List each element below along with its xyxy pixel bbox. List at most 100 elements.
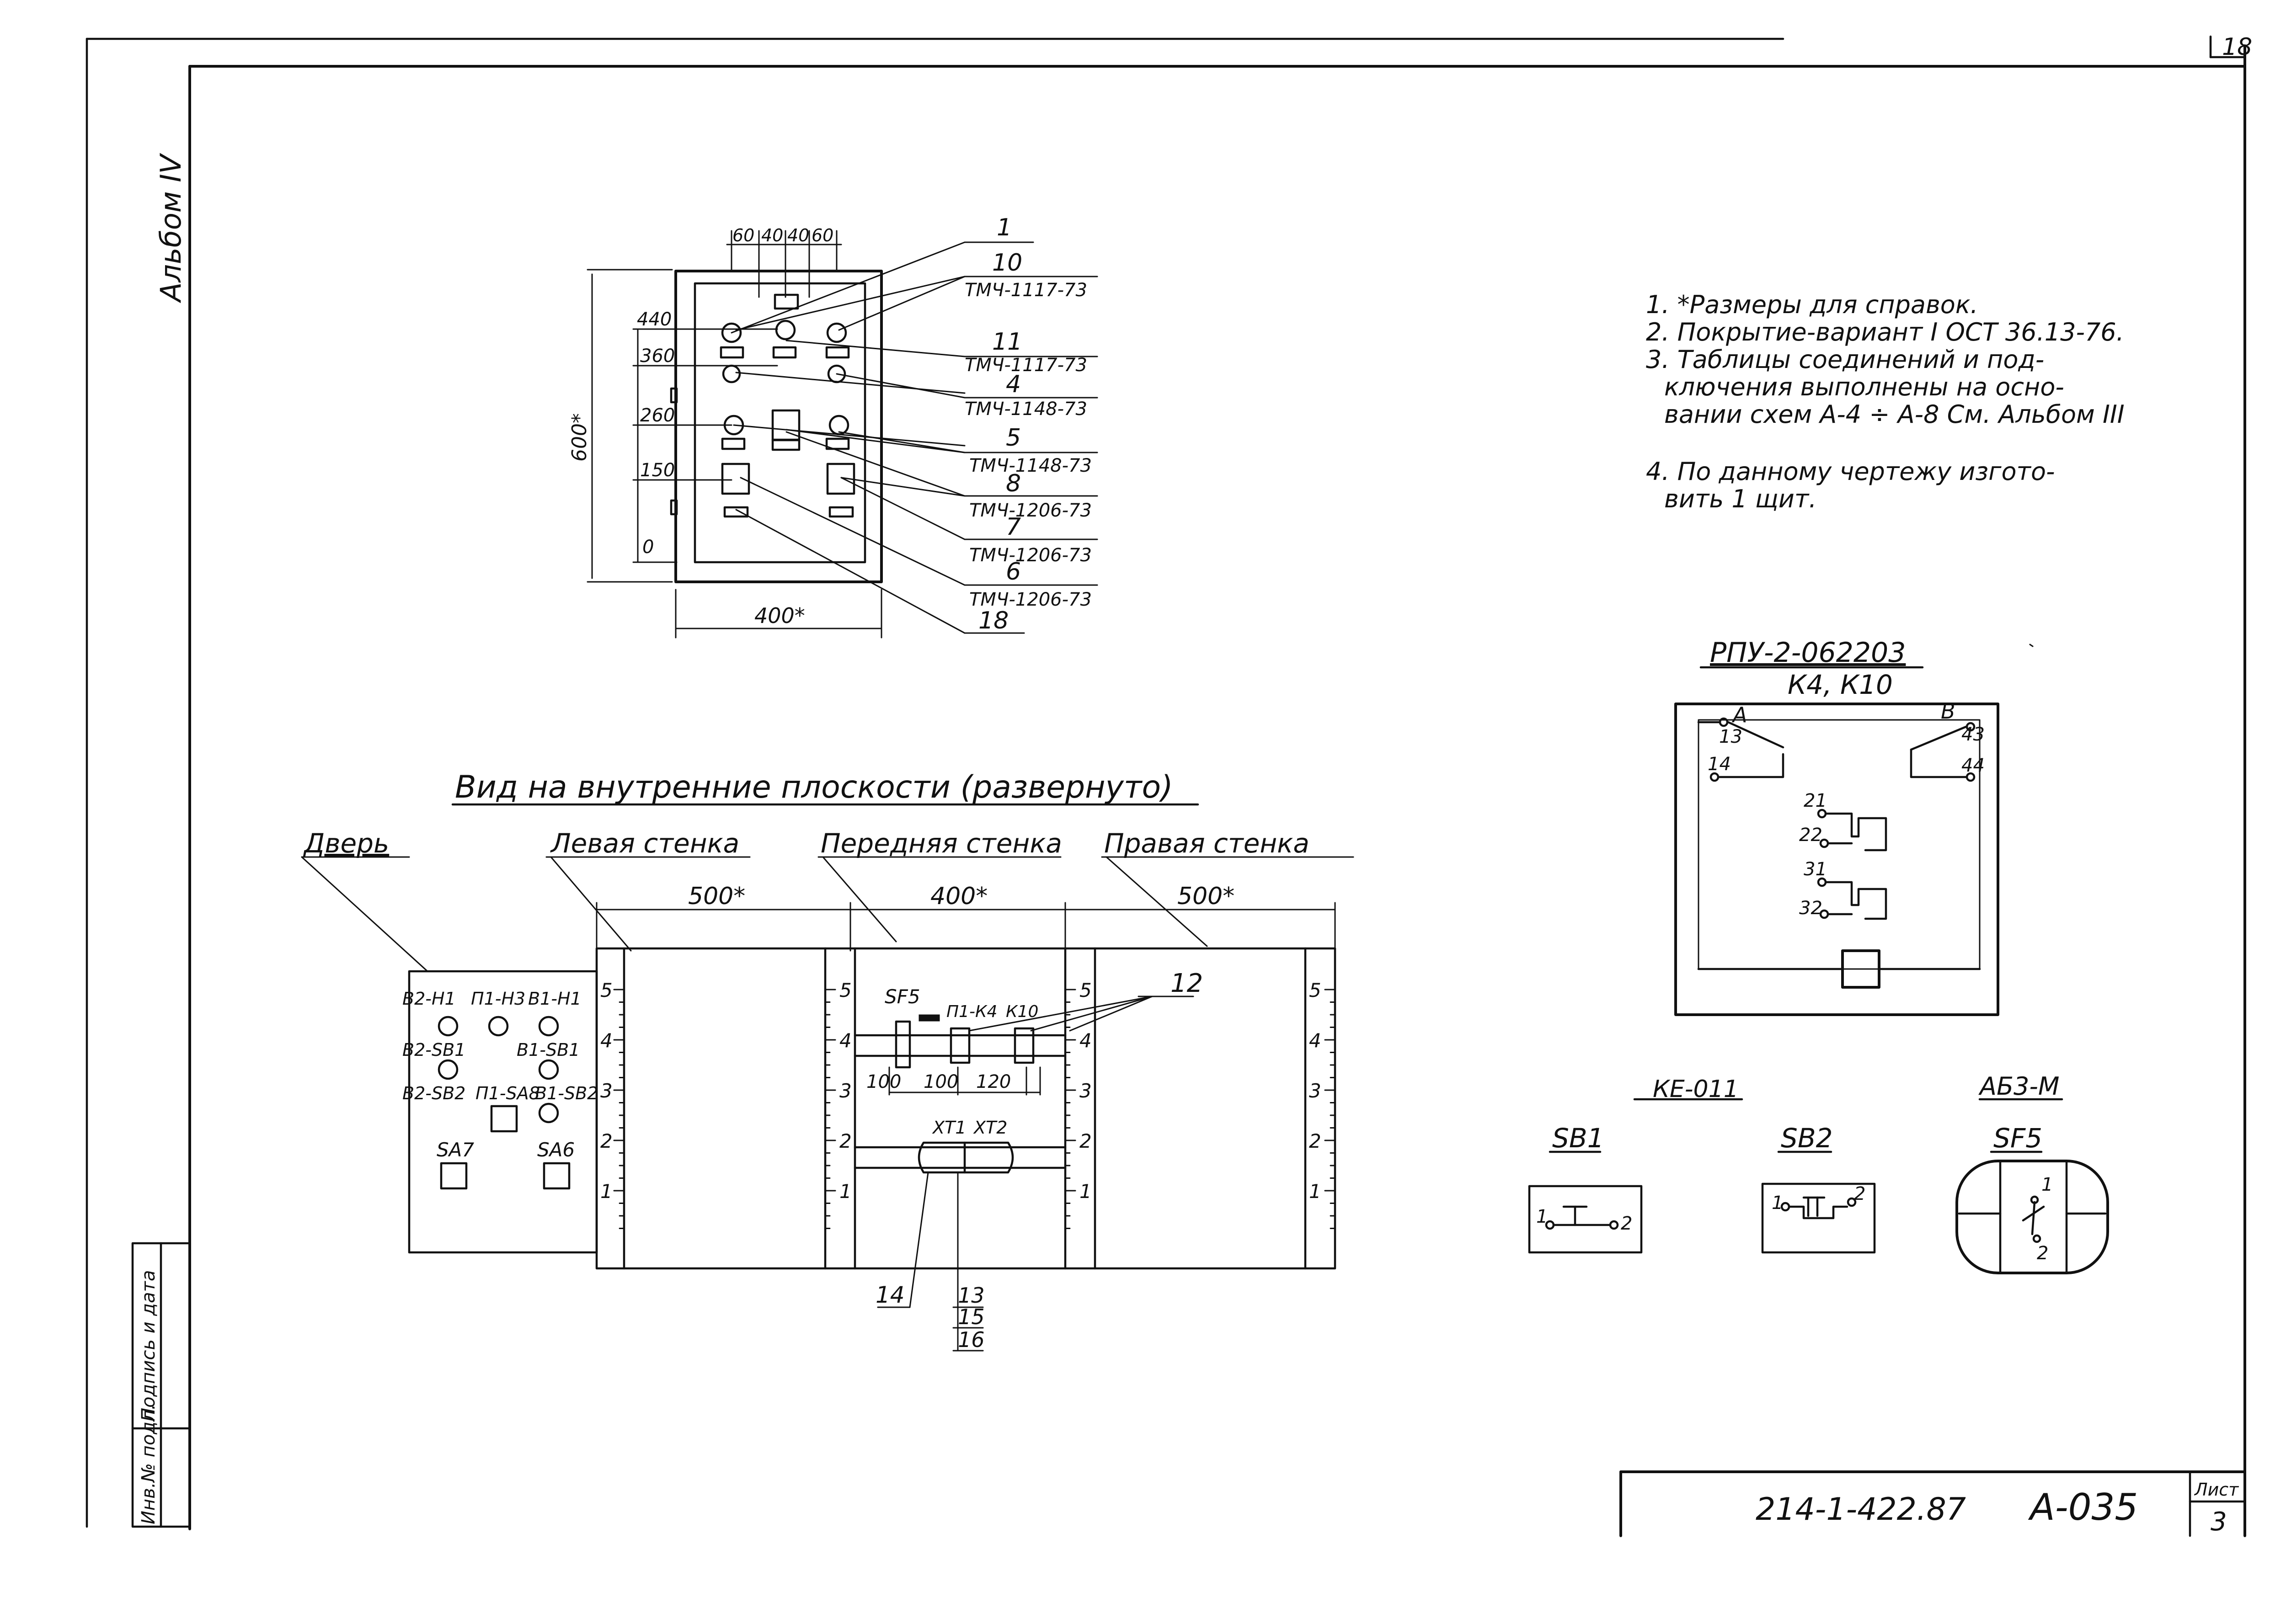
callout-7: 7 bbox=[1006, 513, 1021, 541]
note-3c: вании схем А-4 ÷ А-8 См. Альбом III bbox=[1664, 400, 2125, 429]
scale-label-2-1: 4 bbox=[1079, 1029, 1092, 1052]
front-lbl-sf5: SF5 bbox=[885, 985, 920, 1008]
sb1-t2: 2 bbox=[1621, 1213, 1632, 1234]
width-right: 500* bbox=[1177, 883, 1234, 910]
callout-10-code: ТМЧ-1117-73 bbox=[965, 280, 1087, 301]
unfolded-view bbox=[301, 803, 1354, 1352]
front-dim-3: 120 bbox=[976, 1071, 1011, 1092]
callout-5: 5 bbox=[1006, 424, 1021, 452]
door-width-dim: 400* bbox=[754, 603, 805, 628]
note-3b: ключения выполнены на осно- bbox=[1664, 373, 2064, 401]
sb2-t2: 2 bbox=[1854, 1183, 1865, 1204]
breaker-type: АБ3-М bbox=[1978, 1072, 2059, 1101]
callout-15: 15 bbox=[958, 1305, 985, 1329]
callout-8-code: ТМЧ-1206-73 bbox=[969, 500, 1092, 521]
scale-label-1-1: 4 bbox=[839, 1029, 852, 1052]
drawing-code: А-035 bbox=[2028, 1486, 2138, 1528]
relay-subtitle: К4, К10 bbox=[1788, 669, 1893, 700]
sheet-label: Лист bbox=[2194, 1480, 2239, 1500]
level-0: 0 bbox=[642, 537, 654, 558]
switch-symbols bbox=[1528, 1098, 2109, 1274]
door-lbl-sa6: SА6 bbox=[537, 1139, 575, 1161]
note-4a: 4. По данному чертежу изгото- bbox=[1646, 457, 2055, 486]
door-top-dim-1: 60 bbox=[732, 225, 754, 245]
level-440: 440 bbox=[637, 309, 672, 330]
callout-8: 8 bbox=[1006, 470, 1021, 497]
callout-12: 12 bbox=[1170, 969, 1203, 998]
callout-4: 4 bbox=[1006, 371, 1021, 398]
corner-number: 18 bbox=[2222, 33, 2252, 61]
door-lbl-b1sb1: В1-SВ1 bbox=[517, 1040, 580, 1060]
note-1: 1. *Размеры для справок. bbox=[1646, 290, 1978, 319]
scale-label-0-2: 3 bbox=[600, 1080, 613, 1102]
relay-term-13: 13 bbox=[1719, 726, 1742, 747]
breaker-t1: 1 bbox=[2041, 1174, 2053, 1195]
door-lbl-p1sa8: П1-SА8 bbox=[475, 1083, 540, 1103]
section-front: Передняя стенка bbox=[821, 828, 1062, 859]
section-door: Дверь bbox=[303, 828, 389, 859]
stamp-inv: Инв.№ подл. bbox=[138, 1404, 159, 1524]
section-right: Правая стенка bbox=[1104, 828, 1309, 859]
relay-term-22: 22 bbox=[1799, 825, 1822, 846]
breaker-t2: 2 bbox=[2037, 1243, 2048, 1264]
relay-term-32: 32 bbox=[1799, 898, 1822, 919]
sb1-label: SВ1 bbox=[1552, 1123, 1604, 1154]
callout-10: 10 bbox=[992, 249, 1022, 277]
callout-18: 18 bbox=[978, 607, 1009, 634]
callout-11-code: ТМЧ-1117-73 bbox=[965, 355, 1087, 376]
scale-label-2-0: 5 bbox=[1079, 979, 1092, 1001]
section-left: Левая стенка bbox=[550, 828, 739, 859]
sheet-frame bbox=[85, 35, 2246, 1537]
scale-label-1-3: 2 bbox=[839, 1130, 852, 1152]
sheet-number: 3 bbox=[2211, 1507, 2227, 1537]
relay-term-44: 44 bbox=[1961, 755, 1985, 776]
scale-label-0-0: 5 bbox=[600, 979, 613, 1001]
callout-4-code: ТМЧ-1148-73 bbox=[965, 399, 1087, 420]
callout-7-code: ТМЧ-1206-73 bbox=[969, 545, 1092, 566]
front-lbl-xt1: ХТ1 bbox=[932, 1118, 966, 1138]
front-lbl-k10: К10 bbox=[1006, 1002, 1038, 1021]
callout-1: 1 bbox=[997, 214, 1012, 241]
level-150: 150 bbox=[640, 460, 675, 481]
callout-13: 13 bbox=[958, 1283, 985, 1308]
scale-label-3-2: 3 bbox=[1309, 1080, 1321, 1102]
relay-term-43: 43 bbox=[1961, 724, 1985, 745]
sb1-t1: 1 bbox=[1536, 1206, 1548, 1227]
door-top-dim-3: 40 bbox=[787, 225, 809, 245]
door-panel bbox=[587, 230, 1098, 639]
scale-label-3-4: 1 bbox=[1309, 1180, 1321, 1203]
front-lbl-xt2: ХТ2 bbox=[973, 1118, 1007, 1138]
scale-label-0-4: 1 bbox=[600, 1180, 613, 1203]
relay-term-21: 21 bbox=[1804, 790, 1827, 811]
callout-16: 16 bbox=[958, 1327, 985, 1352]
door-top-dim-4: 60 bbox=[812, 225, 833, 245]
scale-label-1-0: 5 bbox=[839, 979, 852, 1001]
scale-label-3-0: 5 bbox=[1309, 979, 1321, 1001]
album-label: Альбом IV bbox=[154, 152, 187, 304]
scale-label-1-4: 1 bbox=[839, 1180, 852, 1203]
callout-14: 14 bbox=[876, 1282, 905, 1308]
door-lbl-sa7: SА7 bbox=[437, 1139, 474, 1161]
scale-label-2-4: 1 bbox=[1079, 1180, 1092, 1203]
note-3a: 3. Таблицы соединений и под- bbox=[1646, 345, 2044, 374]
width-left: 500* bbox=[688, 883, 745, 910]
doc-number: 214-1-422.87 bbox=[1756, 1491, 1966, 1528]
stamp-sign: Подпись и дата bbox=[138, 1270, 159, 1422]
relay-term-B: В bbox=[1941, 699, 1955, 724]
scale-label-3-1: 4 bbox=[1309, 1029, 1321, 1052]
door-height-dim: 600* bbox=[568, 413, 591, 462]
door-lbl-b2sb1: В2-SВ1 bbox=[402, 1040, 465, 1060]
door-lbl-b1h1: В1-Н1 bbox=[528, 989, 582, 1009]
relay-term-31: 31 bbox=[1804, 859, 1827, 880]
callout-6: 6 bbox=[1006, 558, 1021, 586]
level-260: 260 bbox=[640, 405, 675, 426]
front-lbl-p1k4: П1-К4 bbox=[946, 1002, 997, 1021]
scale-label-0-1: 4 bbox=[600, 1029, 613, 1052]
level-360: 360 bbox=[640, 346, 675, 367]
sb2-label: SВ2 bbox=[1781, 1123, 1833, 1154]
front-dim-1: 100 bbox=[866, 1071, 901, 1092]
note-2: 2. Покрытие-вариант I ОСТ 36.13-76. bbox=[1646, 318, 2124, 346]
scale-label-1-2: 3 bbox=[839, 1080, 852, 1102]
